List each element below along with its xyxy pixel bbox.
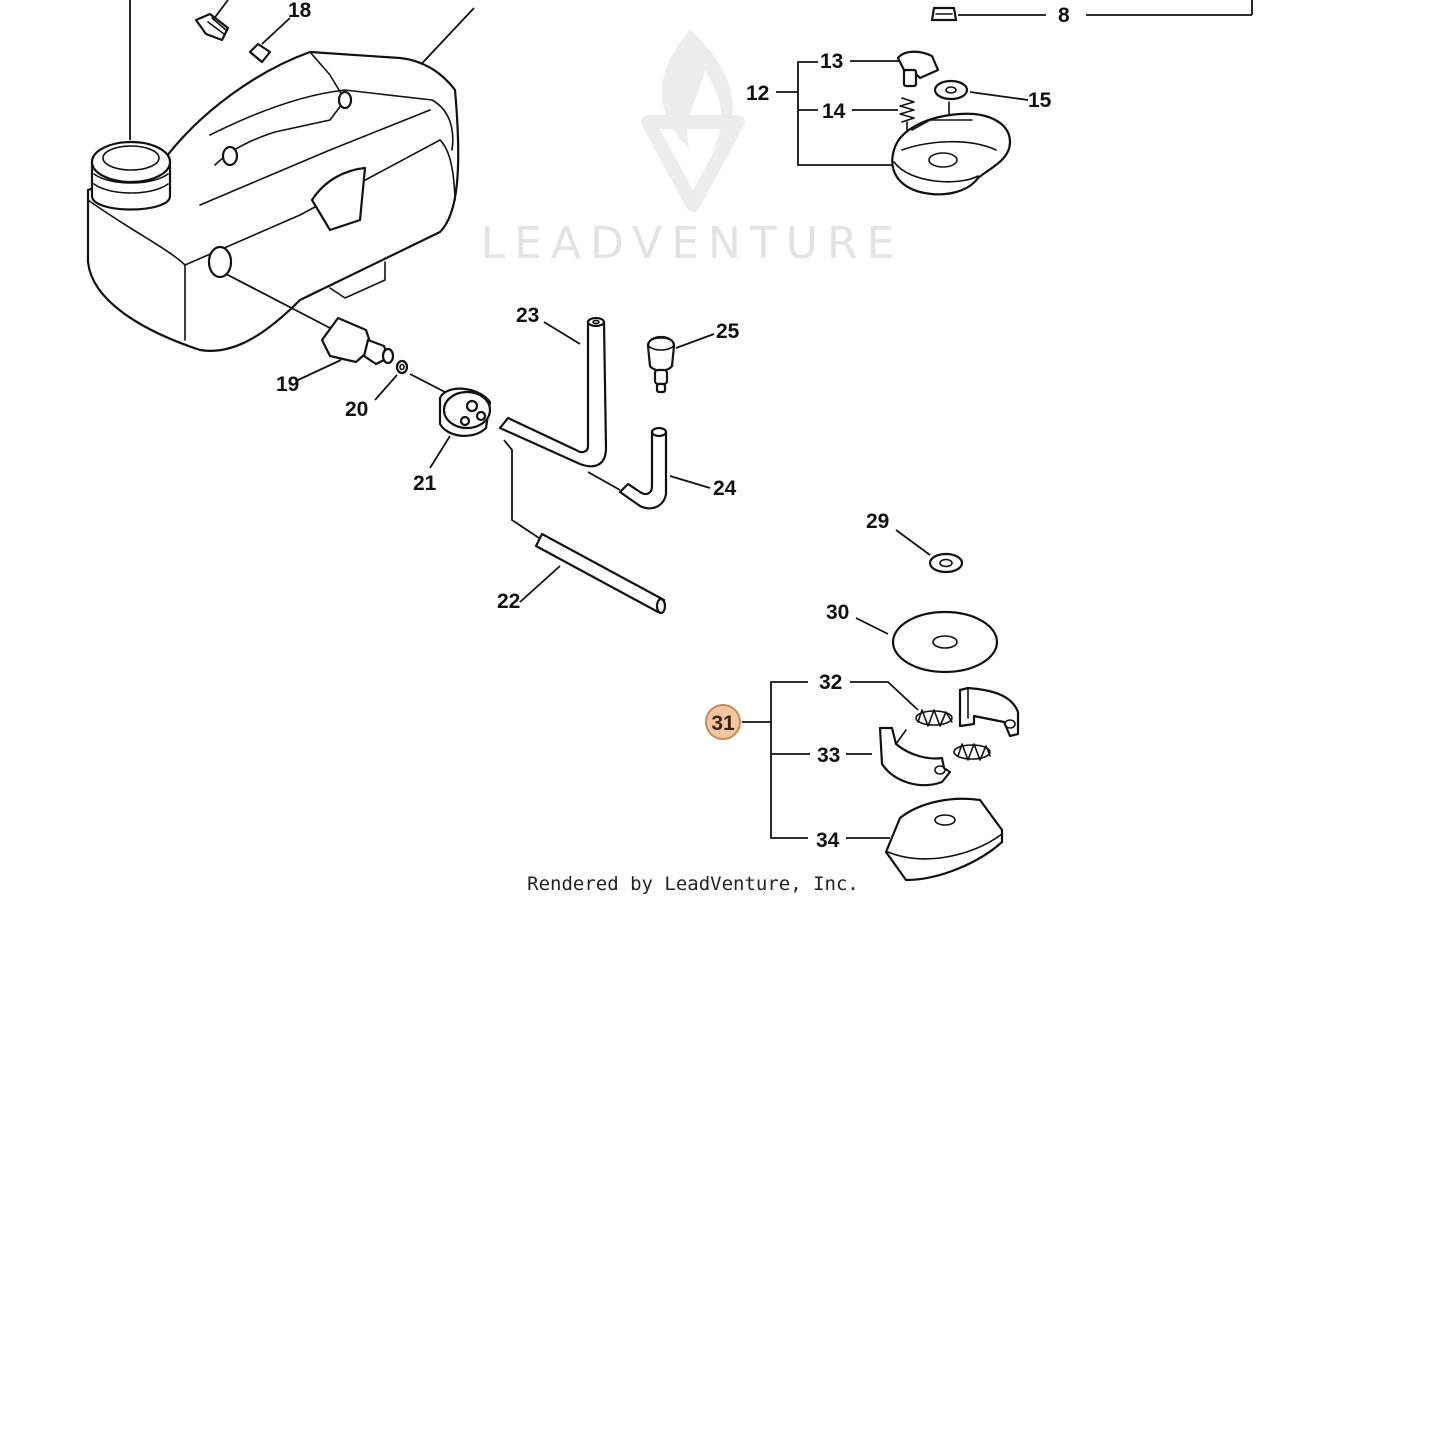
clutch-spring-32-part	[850, 681, 953, 727]
fuel-line-part	[503, 439, 667, 615]
clutch-shoe-lower	[878, 726, 952, 787]
watermark: LEADVENTURE	[481, 30, 904, 269]
callout-25: 25	[716, 320, 740, 343]
highlight-circle[interactable]	[705, 704, 741, 740]
spring-14-part	[852, 97, 915, 133]
callout-22: 22	[497, 590, 520, 613]
clutch-spring-33-part	[846, 743, 991, 761]
callout-33: 33	[817, 744, 840, 767]
callout-21: 21	[413, 472, 437, 495]
render-credit: Rendered by LeadVenture, Inc.	[527, 873, 859, 895]
callout-8: 8	[1058, 4, 1070, 27]
bushing-part	[248, 17, 291, 64]
washer-29-part	[895, 529, 964, 574]
clutch-shoe-upper	[958, 686, 1020, 738]
callout-19: 19	[276, 373, 299, 396]
grommet-part	[429, 387, 492, 469]
group-12-bracket	[776, 61, 894, 166]
choke-knob-part	[850, 50, 940, 88]
callout-23: 23	[516, 304, 539, 327]
callout-12: 12	[746, 82, 769, 105]
callout-30: 30	[826, 601, 849, 624]
cover-12-part	[891, 112, 1012, 196]
callout-18: 18	[288, 0, 312, 22]
callout-31[interactable]: 31	[711, 712, 735, 735]
callout-15: 15	[1028, 89, 1052, 112]
group-31-bracket	[742, 681, 810, 839]
return-hose-part	[587, 426, 711, 510]
callout-24: 24	[713, 477, 737, 500]
leadventure-flame-logo	[641, 30, 745, 212]
fuel-filter-part	[646, 333, 715, 394]
screw-part	[194, 0, 230, 42]
callout-32: 32	[819, 671, 842, 694]
callout-31-highlight[interactable]: 31	[705, 704, 741, 740]
pickup-fitting-part	[225, 273, 395, 381]
callout-29: 29	[866, 510, 889, 533]
callout-13: 13	[820, 50, 843, 73]
watermark-text: LEADVENTURE	[481, 218, 904, 269]
callout-14: 14	[822, 100, 846, 123]
plate-30-part	[855, 610, 999, 674]
screw-8-part	[930, 0, 1253, 22]
hose-part	[498, 316, 608, 468]
callout-20: 20	[345, 398, 368, 421]
o-ring-part	[374, 359, 446, 401]
fuel-tank	[86, 50, 460, 352]
clutch-cover-34-part	[846, 797, 1004, 882]
callout-34: 34	[816, 829, 840, 852]
